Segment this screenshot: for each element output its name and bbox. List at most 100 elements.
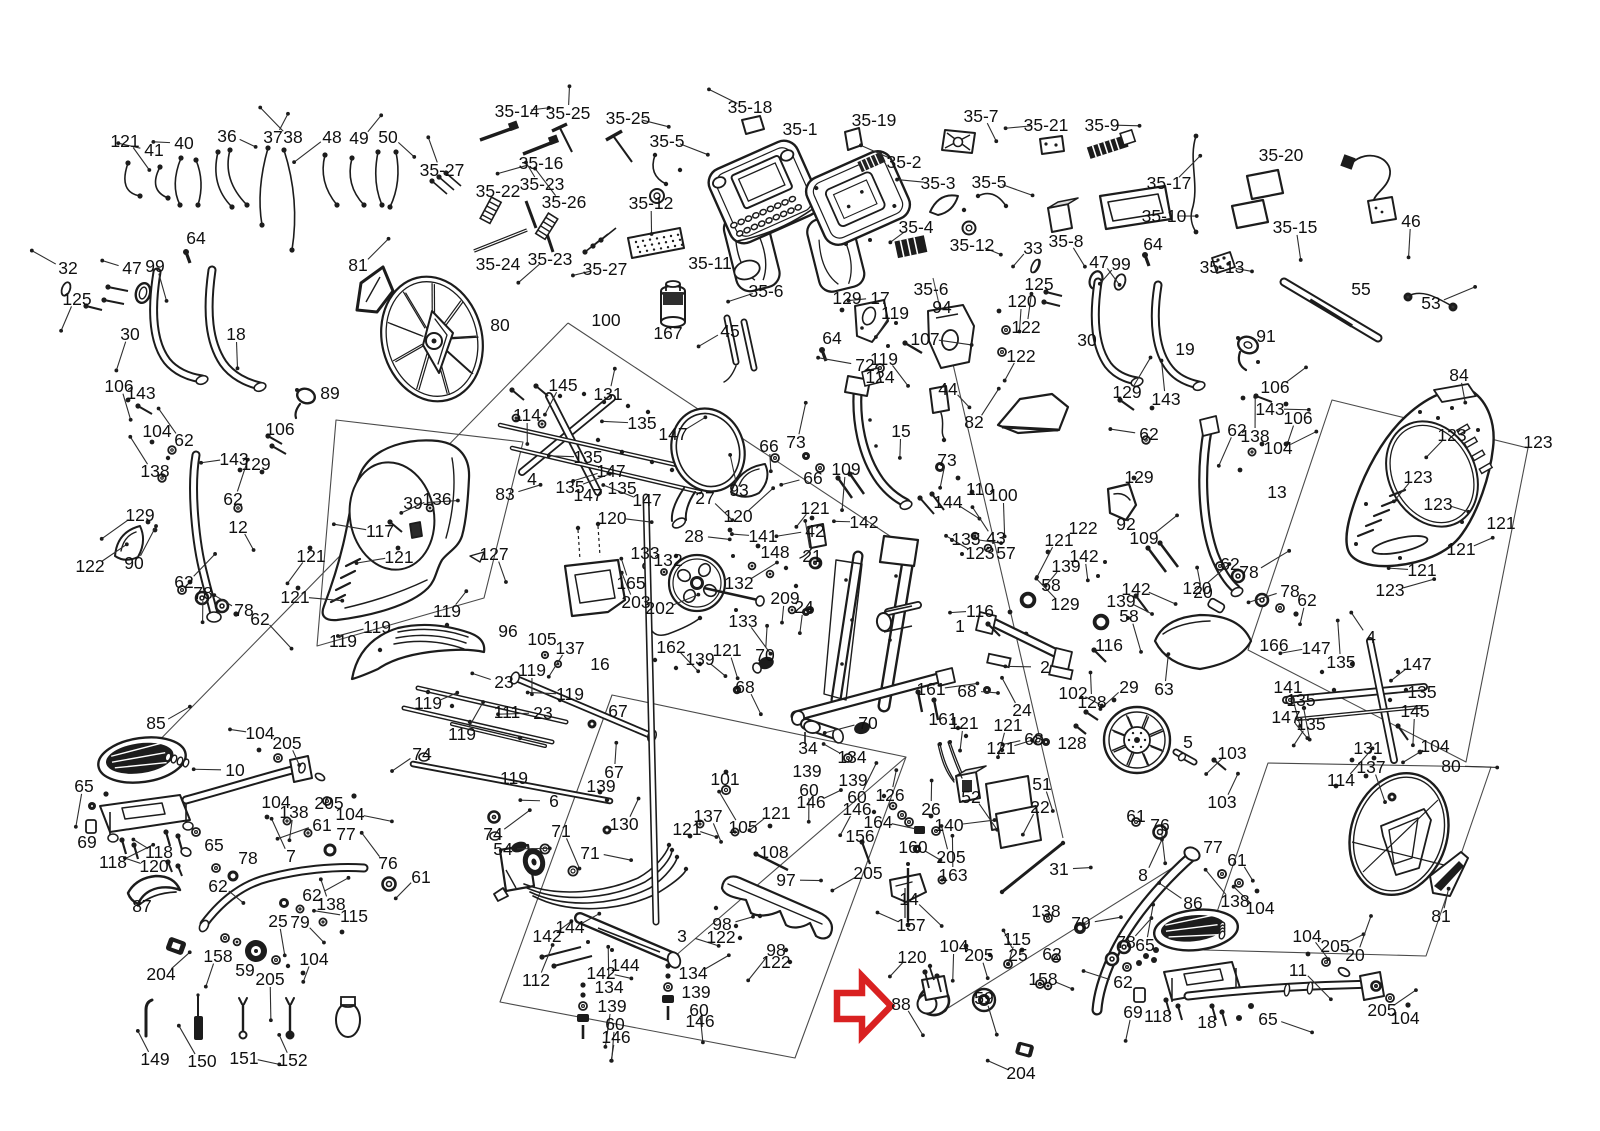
svg-text:62: 62	[250, 609, 269, 629]
svg-text:125: 125	[62, 289, 91, 309]
svg-text:13: 13	[1267, 482, 1286, 502]
svg-text:135: 135	[573, 447, 602, 467]
svg-text:54: 54	[493, 839, 513, 859]
svg-text:117: 117	[366, 521, 394, 541]
svg-text:59: 59	[974, 988, 993, 1008]
svg-text:40: 40	[174, 133, 194, 153]
svg-text:73: 73	[937, 450, 956, 470]
svg-text:205: 205	[964, 945, 993, 965]
svg-text:121: 121	[1446, 539, 1475, 559]
svg-text:147: 147	[658, 424, 687, 444]
svg-text:57: 57	[996, 543, 1015, 563]
svg-text:118: 118	[1144, 1006, 1172, 1026]
svg-text:70: 70	[755, 645, 775, 665]
svg-text:65: 65	[1258, 1009, 1277, 1029]
svg-text:139: 139	[681, 982, 710, 1002]
svg-text:122: 122	[75, 556, 104, 576]
svg-text:110: 110	[966, 479, 994, 499]
svg-text:123: 123	[1423, 494, 1452, 514]
svg-text:60: 60	[799, 780, 819, 800]
svg-text:86: 86	[1183, 893, 1202, 913]
svg-text:78: 78	[238, 848, 257, 868]
svg-text:35-13: 35-13	[1200, 257, 1245, 277]
svg-text:116: 116	[966, 601, 994, 621]
svg-text:35-26: 35-26	[542, 192, 587, 212]
svg-text:42: 42	[805, 521, 824, 541]
svg-text:62: 62	[1113, 972, 1132, 992]
svg-text:142: 142	[1069, 546, 1098, 566]
svg-text:87: 87	[132, 896, 151, 916]
svg-text:129: 129	[832, 288, 861, 308]
svg-text:71: 71	[580, 843, 599, 863]
svg-text:108: 108	[759, 842, 788, 862]
svg-text:62: 62	[1139, 424, 1158, 444]
svg-text:59: 59	[235, 960, 254, 980]
svg-text:58: 58	[1041, 575, 1060, 595]
svg-text:111: 111	[494, 702, 521, 722]
svg-text:68: 68	[1024, 729, 1043, 749]
svg-text:90: 90	[124, 553, 144, 573]
svg-text:20: 20	[1193, 582, 1213, 602]
svg-text:109: 109	[831, 459, 860, 479]
svg-text:119: 119	[329, 631, 357, 651]
svg-text:143: 143	[219, 449, 248, 469]
svg-text:131: 131	[593, 384, 622, 404]
svg-text:118: 118	[145, 842, 173, 862]
svg-text:35-19: 35-19	[852, 110, 897, 130]
svg-text:35-14: 35-14	[495, 101, 540, 121]
svg-text:29: 29	[1119, 677, 1138, 697]
svg-text:93: 93	[729, 480, 748, 500]
svg-text:161: 161	[928, 709, 957, 729]
svg-text:146: 146	[796, 792, 825, 812]
svg-text:58: 58	[1119, 606, 1138, 626]
svg-text:109: 109	[1129, 528, 1158, 548]
svg-text:62: 62	[1042, 944, 1061, 964]
svg-text:103: 103	[1207, 792, 1236, 812]
svg-text:119: 119	[448, 724, 476, 744]
svg-text:128: 128	[1077, 692, 1106, 712]
svg-text:138: 138	[316, 894, 345, 914]
svg-text:123: 123	[1523, 432, 1552, 452]
svg-text:53: 53	[1421, 293, 1440, 313]
svg-text:120: 120	[597, 508, 626, 528]
svg-text:61: 61	[1227, 850, 1246, 870]
svg-text:35-3: 35-3	[920, 173, 955, 193]
svg-text:62: 62	[174, 572, 193, 592]
svg-text:78: 78	[1239, 562, 1258, 582]
svg-text:165: 165	[616, 573, 645, 593]
svg-text:64: 64	[1143, 234, 1163, 254]
svg-text:135: 135	[555, 477, 584, 497]
svg-text:4: 4	[1366, 627, 1376, 647]
svg-text:26: 26	[921, 799, 940, 819]
svg-text:104: 104	[939, 936, 968, 956]
svg-text:18: 18	[226, 324, 245, 344]
svg-text:124: 124	[865, 367, 894, 387]
svg-text:144: 144	[933, 492, 962, 512]
svg-text:103: 103	[1217, 743, 1246, 763]
svg-text:158: 158	[1028, 969, 1057, 989]
svg-text:62: 62	[223, 489, 242, 509]
svg-text:161: 161	[916, 679, 945, 699]
svg-text:68: 68	[735, 677, 754, 697]
svg-text:35-2: 35-2	[886, 152, 921, 172]
svg-text:147: 147	[1402, 654, 1431, 674]
svg-text:152: 152	[278, 1050, 307, 1070]
svg-text:80: 80	[1441, 756, 1461, 776]
svg-text:123: 123	[1403, 467, 1432, 487]
svg-text:6: 6	[549, 791, 559, 811]
svg-text:89: 89	[320, 383, 339, 403]
svg-text:77: 77	[1203, 837, 1222, 857]
svg-text:35-10: 35-10	[1142, 206, 1187, 226]
svg-text:119: 119	[500, 768, 528, 788]
svg-text:145: 145	[1400, 701, 1429, 721]
svg-text:104: 104	[1390, 1008, 1419, 1028]
svg-text:82: 82	[964, 412, 983, 432]
svg-text:62: 62	[208, 876, 227, 896]
svg-text:121: 121	[1044, 530, 1073, 550]
svg-text:135: 135	[1326, 652, 1355, 672]
svg-text:100: 100	[591, 310, 620, 330]
svg-text:140: 140	[934, 815, 963, 835]
svg-text:128: 128	[1057, 733, 1086, 753]
svg-text:37: 37	[263, 127, 282, 147]
svg-text:61: 61	[1126, 806, 1145, 826]
